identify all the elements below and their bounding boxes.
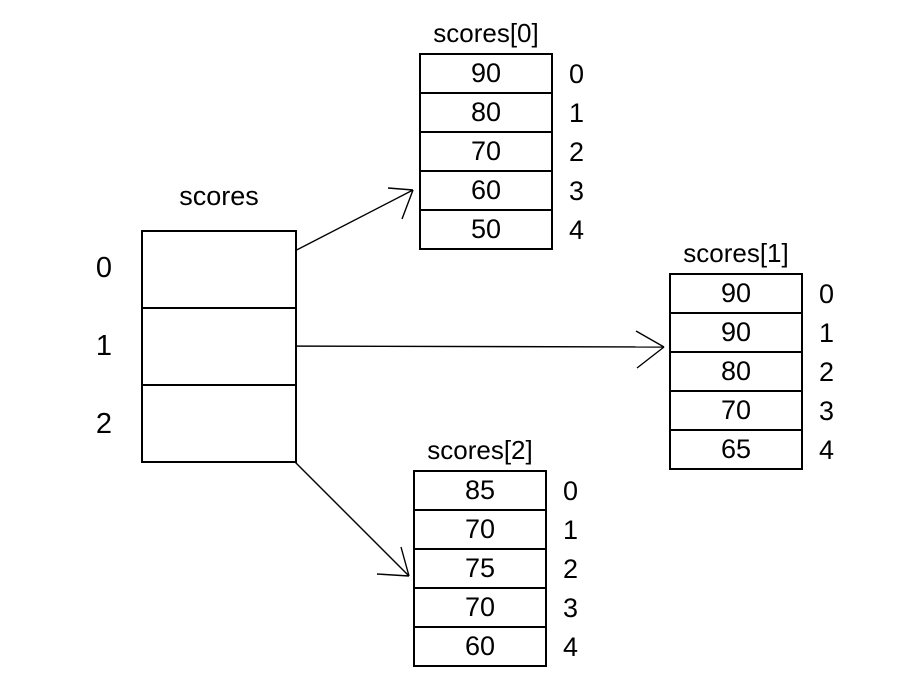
- array-value-cell: 65: [720, 434, 752, 464]
- array-value-cell: 50: [470, 214, 502, 244]
- array-value-cell: 90: [671, 275, 801, 314]
- array-value-cell: 80: [421, 94, 551, 133]
- subarray-title: scores[1]: [683, 238, 789, 268]
- main-array-title: scores: [179, 181, 259, 211]
- array-index-label: 2: [819, 357, 835, 387]
- array-value-cell: 70: [421, 133, 551, 172]
- subarray-title: scores[0]: [433, 18, 539, 48]
- array-index-label: 1: [563, 515, 579, 545]
- array-value-cell: 70: [415, 511, 545, 550]
- array-index-label: 4: [563, 632, 579, 662]
- subarray-index-column: 0 1 2 3 4: [819, 273, 834, 470]
- pointer-arrow-scores1-icon: [251, 330, 665, 369]
- array-index-label: 2: [563, 554, 579, 584]
- main-array-cell: [143, 309, 295, 386]
- main-array-index-label: 0: [95, 252, 113, 285]
- main-array-index-label: 2: [95, 407, 113, 440]
- array-index-label: 1: [819, 318, 835, 348]
- array-value-cell: 60: [464, 631, 496, 661]
- array-index-label: 4: [819, 435, 835, 465]
- main-array-cell: [143, 386, 295, 461]
- subarray-index-column: 0 1 2 3 4: [569, 53, 584, 250]
- array-index-label: 3: [819, 396, 835, 426]
- main-array-index-label: 1: [95, 330, 113, 362]
- array-index-label: 4: [569, 215, 585, 245]
- array-index-label: 1: [569, 98, 585, 128]
- array-index-label: 2: [569, 137, 585, 167]
- array-index-label: 3: [563, 593, 579, 623]
- array-value-cell: 90: [671, 314, 801, 353]
- array-value-cell: 80: [671, 353, 801, 392]
- array-index-label: 3: [569, 176, 585, 206]
- array-index-label: 0: [563, 476, 579, 506]
- array-index-label: 0: [819, 279, 835, 309]
- array-value-cell: 90: [421, 55, 551, 94]
- array-index-label: 0: [569, 59, 585, 89]
- array-value-cell: 70: [671, 392, 801, 431]
- subarray-index-column: 0 1 2 3 4: [563, 470, 578, 667]
- array-value-cell: 70: [415, 589, 545, 628]
- array-value-cell: 85: [415, 472, 545, 511]
- array-value-cell: 75: [415, 550, 545, 589]
- subarray-title: scores[2]: [427, 435, 533, 465]
- main-array-indices: 0 1 2: [86, 230, 122, 463]
- array-value-cell: 60: [421, 172, 551, 211]
- main-array-cell: [143, 232, 295, 309]
- main-array-box: [141, 230, 297, 463]
